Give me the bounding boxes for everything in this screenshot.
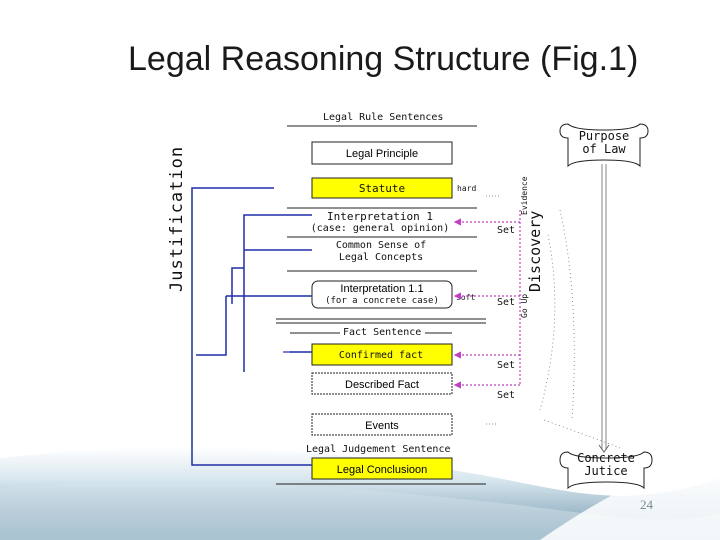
justification-connectors xyxy=(191,187,312,466)
discovery-arcs xyxy=(539,209,621,449)
set-label-4: Set xyxy=(497,390,515,401)
interpretation-1-1-box xyxy=(311,280,453,309)
described-fact-label: Described Fact xyxy=(345,379,419,391)
legal-conclusion-box xyxy=(311,457,453,480)
discovery-label: Discovery xyxy=(526,211,544,292)
purpose-to-justice-connector xyxy=(601,164,607,450)
set-label-3: Set xyxy=(497,360,515,371)
decorative-wave-background xyxy=(0,447,720,540)
legal-principle-box xyxy=(311,141,453,165)
justification-label: Justification xyxy=(167,146,187,292)
page-number: 24 xyxy=(640,497,653,512)
legal-conclusion-label: Legal Conclusioon xyxy=(337,464,428,476)
connector-arrowhead xyxy=(598,444,610,453)
purpose-of-law-scroll: Purpose of Law xyxy=(559,123,649,168)
fact-sentence-label-bg xyxy=(340,325,425,338)
evidence-label: Evidence xyxy=(520,176,529,215)
confirmed-fact-box xyxy=(311,343,453,366)
discovery-arrows xyxy=(453,210,521,389)
legal-judgement-header: Legal Judgement Sentence xyxy=(306,444,451,455)
justice-label: Jutice xyxy=(584,464,627,478)
legal-principle-label: Legal Principle xyxy=(346,148,418,160)
purpose-label: Purpose xyxy=(579,129,630,143)
interpretation-1-sub: (case: general opinion) xyxy=(311,223,449,234)
confirmed-fact-label: Confirmed fact xyxy=(339,350,423,361)
legal-rule-sentences-header: Legal Rule Sentences xyxy=(323,112,443,123)
statute-label: Statute xyxy=(359,182,405,195)
common-sense-sub: Legal Concepts xyxy=(339,252,423,263)
interpretation-1-1-label: Interpretation 1.1 xyxy=(340,283,423,295)
soft-label: soft xyxy=(456,293,475,302)
concrete-label: Concrete xyxy=(577,451,635,465)
common-sense-label: Common Sense of xyxy=(336,240,426,251)
described-fact-box xyxy=(311,372,453,395)
of-law-label: of Law xyxy=(582,142,626,156)
set-label-2: Set xyxy=(497,297,515,308)
interpretation-1-label: Interpretation 1 xyxy=(327,210,433,223)
hard-label: hard xyxy=(457,184,476,193)
slide-title: Legal Reasoning Structure (Fig.1) xyxy=(128,40,639,78)
fact-sentence-header: Fact Sentence xyxy=(343,327,421,338)
statute-box xyxy=(311,177,453,199)
set-label-1: Set xyxy=(497,225,515,236)
concrete-justice-scroll: Concrete Jutice xyxy=(559,451,653,490)
events-label: Events xyxy=(365,420,399,432)
go-up-label: Go Up xyxy=(520,294,529,318)
interpretation-1-1-sub: (for a concrete case) xyxy=(325,296,439,306)
events-box xyxy=(311,413,453,436)
